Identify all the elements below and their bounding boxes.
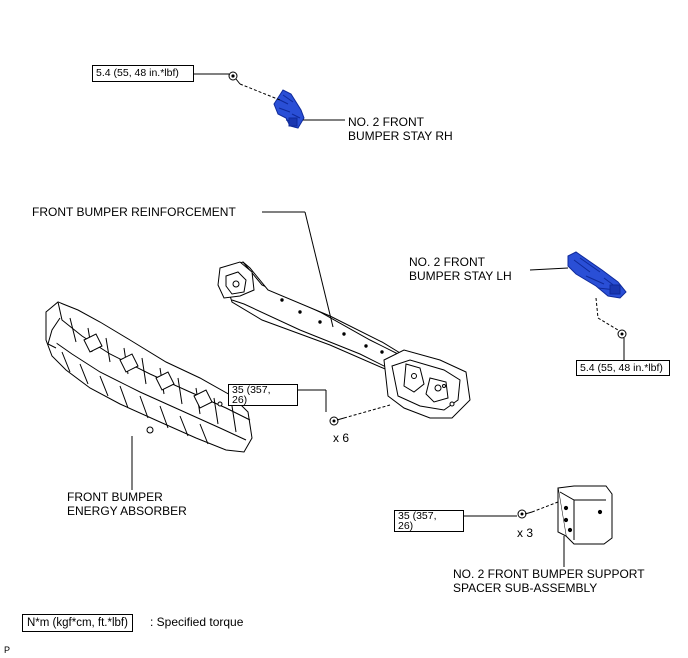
bumper-stay-rh: [273, 89, 305, 129]
legend-description: : Specified torque: [150, 615, 244, 629]
torque-spacer: 35 (357, 26): [394, 510, 464, 532]
support-spacer: [557, 485, 613, 545]
label-stay-rh-line2: BUMPER STAY RH: [348, 129, 453, 143]
label-spacer-line2: SPACER SUB-ASSEMBLY: [453, 581, 598, 595]
torque-reinforcement: 35 (357, 26): [228, 384, 298, 406]
bumper-stay-lh: [567, 251, 627, 299]
label-absorber-line1: FRONT BUMPER: [67, 490, 163, 504]
energy-absorber: [45, 301, 253, 453]
label-stay-lh-line2: BUMPER STAY LH: [409, 269, 512, 283]
torque-stay-rh: 5.4 (55, 48 in.*lbf): [92, 65, 194, 82]
bolt-reinforcement: [329, 416, 345, 426]
label-reinforcement: FRONT BUMPER REINFORCEMENT: [32, 205, 236, 219]
torque-stay-lh: 5.4 (55, 48 in.*lbf): [576, 360, 670, 376]
torque-spacer-line1: 35 (357,: [398, 510, 437, 522]
legend-torque-unit: N*m (kgf*cm, ft.*lbf): [22, 614, 133, 632]
torque-reinforcement-line1: 35 (357,: [232, 384, 271, 396]
bolt-stay-lh: [617, 329, 627, 339]
label-stay-rh-line1: NO. 2 FRONT: [348, 115, 425, 129]
label-stay-lh-line1: NO. 2 FRONT: [409, 255, 486, 269]
torque-reinforcement-line2: 26): [232, 394, 248, 406]
bumper-reinforcement: [217, 261, 471, 419]
qty-spacer-bolts: x 3: [517, 526, 534, 540]
corner-mark: P: [4, 645, 11, 655]
label-absorber-line2: ENERGY ABSORBER: [67, 504, 187, 518]
label-spacer-line1: NO. 2 FRONT BUMPER SUPPORT: [453, 567, 645, 581]
torque-spacer-line2: 26): [398, 520, 414, 532]
qty-reinforcement-bolts: x 6: [333, 431, 350, 445]
bolt-stay-rh: [228, 71, 241, 85]
bolt-spacer: [517, 509, 533, 519]
